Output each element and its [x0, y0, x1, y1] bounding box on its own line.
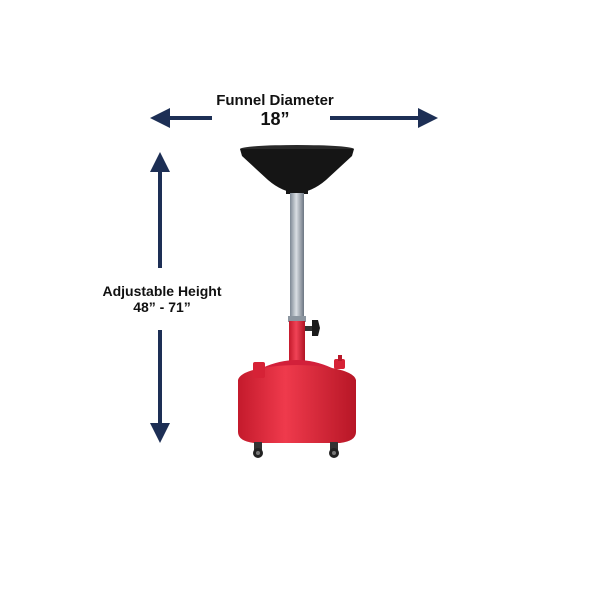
funnel-diameter-title: Funnel Diameter — [216, 92, 334, 109]
adjustable-height-value: 48” - 71” — [133, 299, 191, 316]
oil-drain-product-image — [238, 145, 356, 458]
double-arrow-vertical-icon — [150, 152, 170, 443]
adjustable-height-label: Adjustable Height 48” - 71” — [92, 283, 232, 315]
funnel-diameter-label: Funnel Diameter 18” — [200, 92, 350, 130]
funnel-diameter-value: 18” — [260, 109, 290, 130]
adjustable-height-title: Adjustable Height — [102, 283, 222, 299]
double-arrow-horizontal-icon — [150, 108, 438, 128]
